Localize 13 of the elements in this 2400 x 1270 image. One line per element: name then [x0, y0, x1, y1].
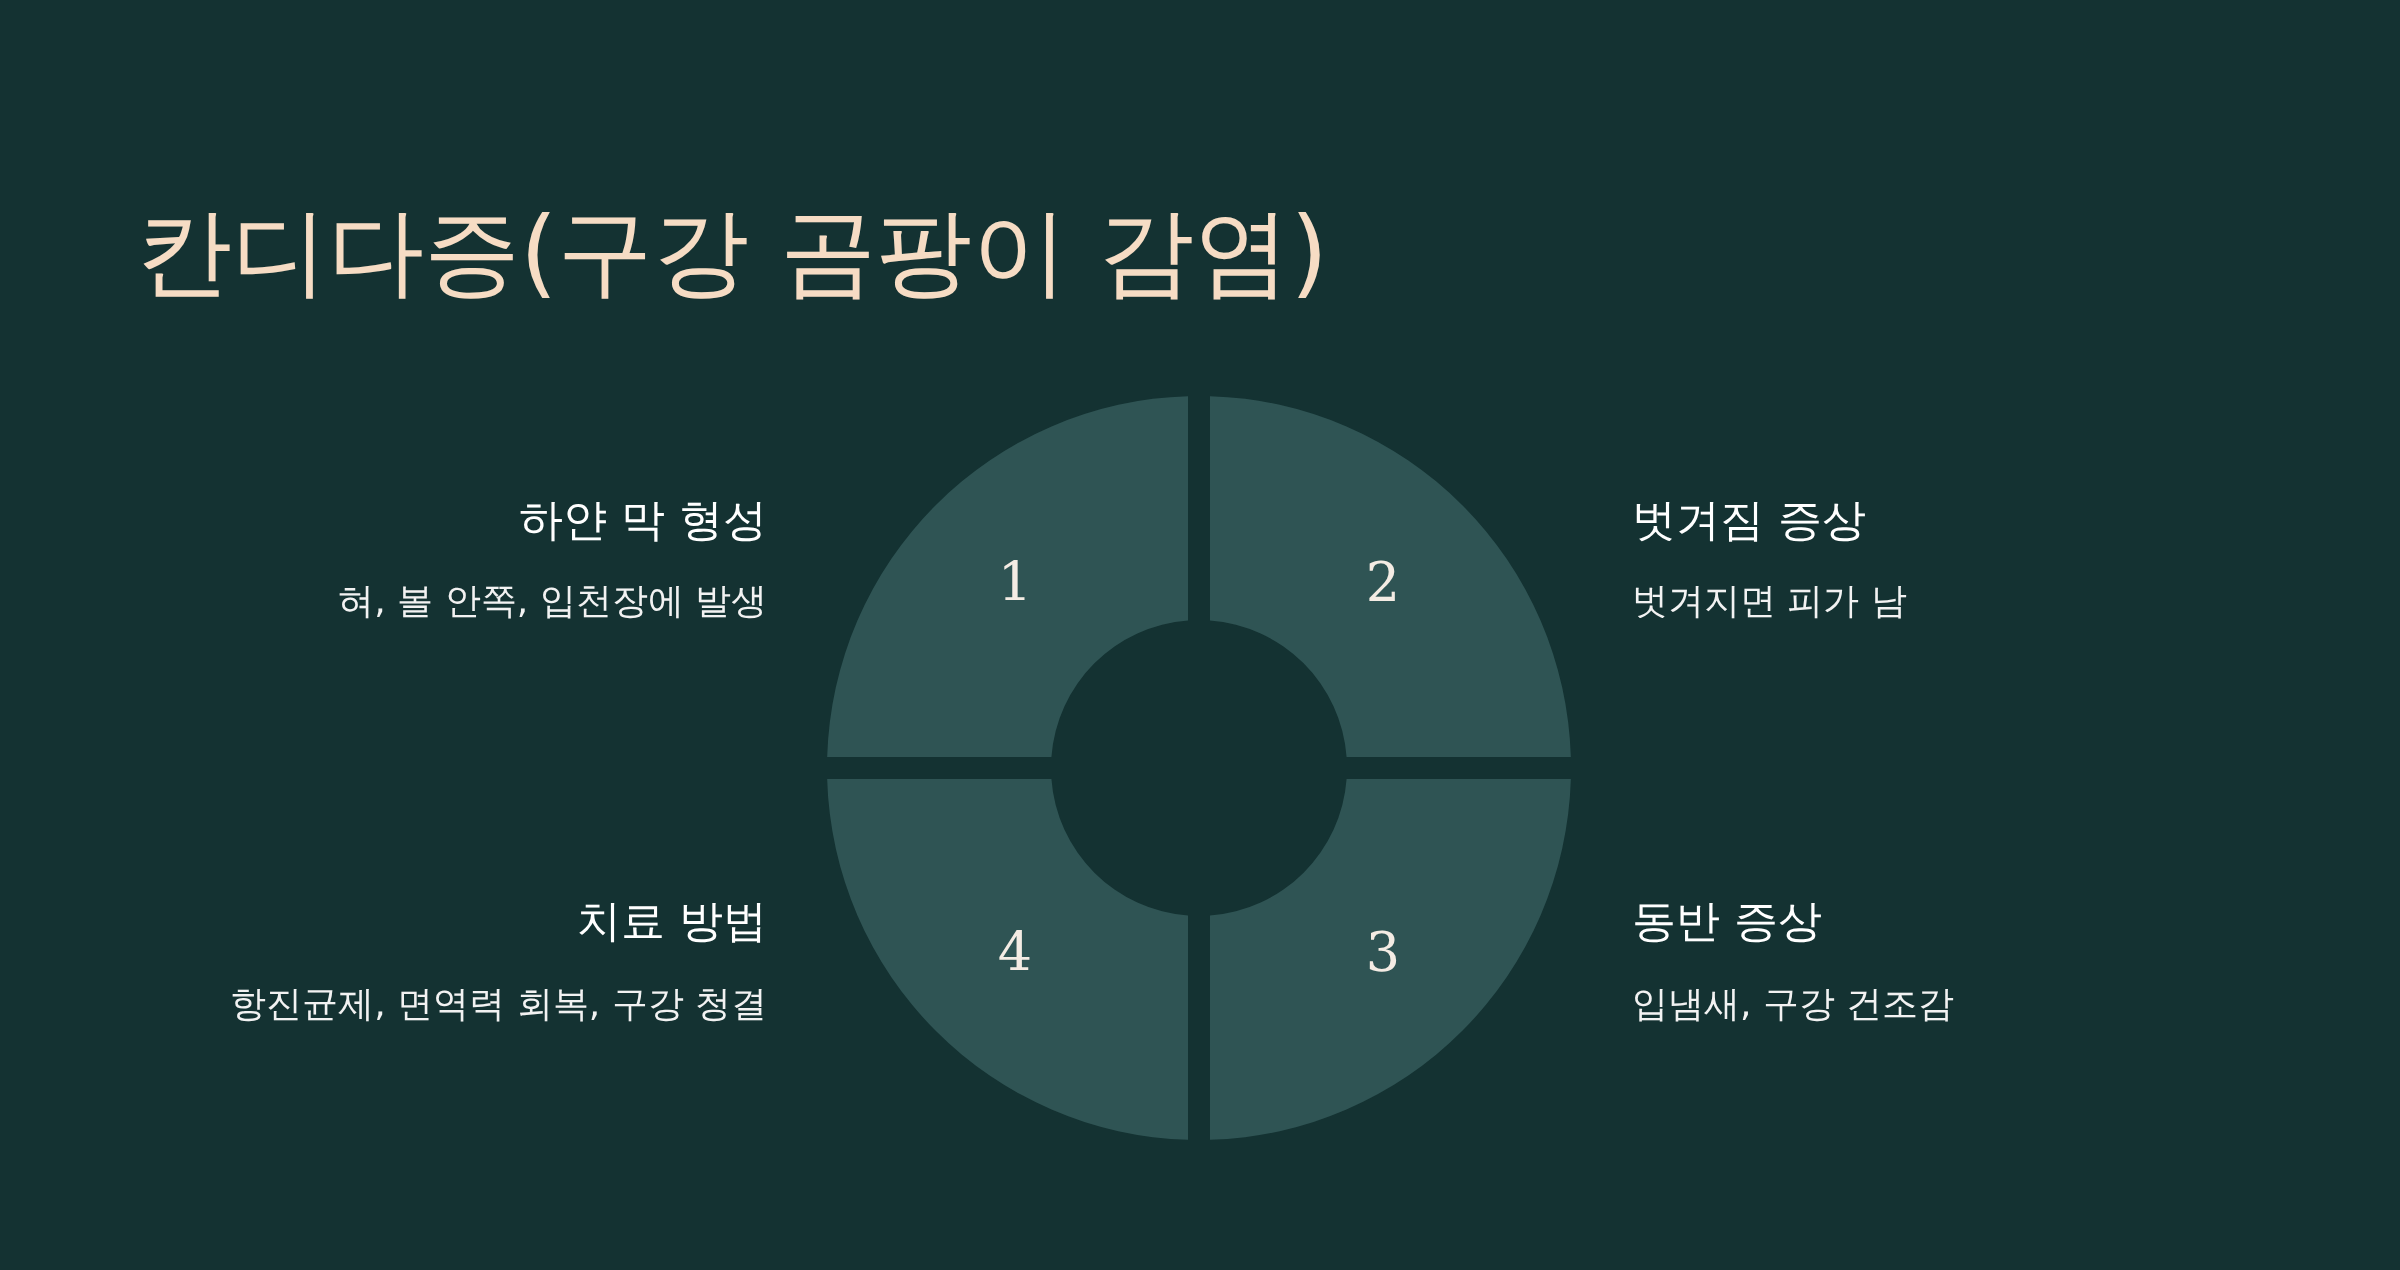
- item-heading: 벗겨짐 증상: [1632, 493, 1866, 547]
- item-heading: 치료 방법: [577, 894, 767, 948]
- item-description: 벗겨지면 피가 남: [1632, 579, 1907, 623]
- item-heading: 동반 증상: [1632, 894, 1822, 948]
- segment-number: 4: [997, 926, 1033, 980]
- segment-number: 2: [1365, 556, 1401, 610]
- title: 칸디다증(구강 곰팡이 감염): [136, 195, 1328, 310]
- segment-number: 1: [997, 556, 1033, 610]
- item-description: 혀, 볼 안쪽, 입천장에 발생: [338, 579, 767, 623]
- item-description: 항진균제, 면역력 회복, 구강 청결: [230, 982, 767, 1026]
- item-heading: 하얀 막 형성: [519, 493, 767, 547]
- item-description: 입냄새, 구강 건조감: [1632, 982, 1955, 1026]
- segment-number: 3: [1365, 926, 1401, 980]
